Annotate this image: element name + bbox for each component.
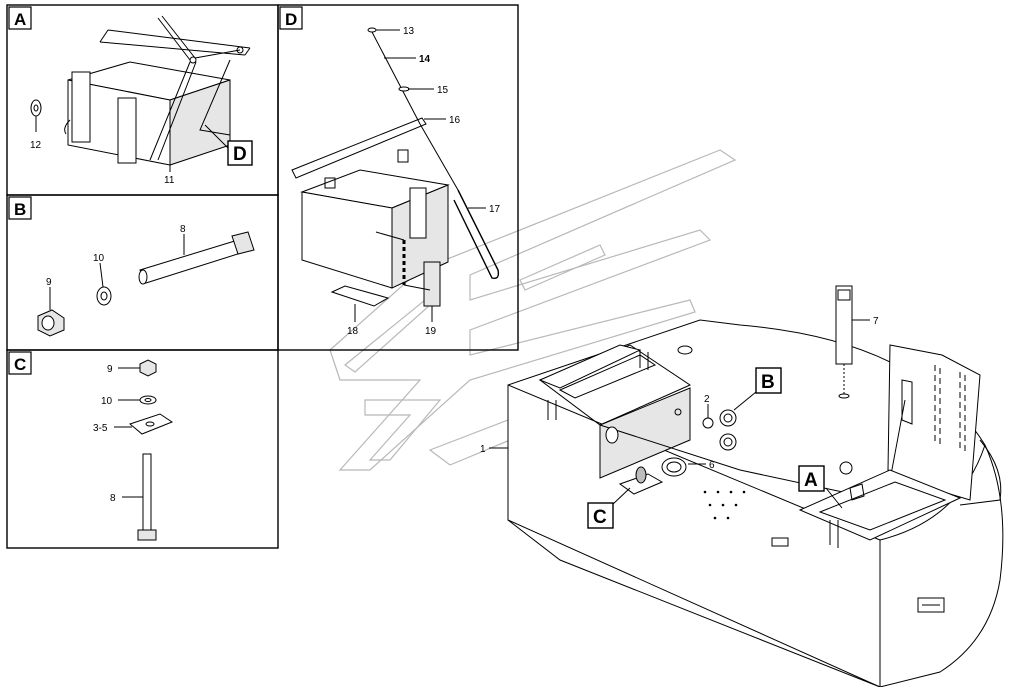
nut-9-c <box>139 359 157 377</box>
ring-terminal-12 <box>30 99 42 132</box>
mount-c <box>618 466 664 495</box>
callout-2: 2 <box>704 394 710 405</box>
panel-d-tag: D <box>285 10 297 29</box>
callout-12: 12 <box>30 140 42 151</box>
callout-3-5: 3-5 <box>93 423 108 434</box>
washer-10 <box>96 286 112 306</box>
battery-tray <box>771 461 962 548</box>
callout-13: 13 <box>403 26 415 37</box>
callout-17: 17 <box>489 204 501 215</box>
panel-frames <box>6 4 519 549</box>
clamp-bar-16 <box>291 117 427 179</box>
battery-cover <box>887 344 981 501</box>
rod-17 <box>367 27 500 280</box>
panel-c: C 9 10 3-5 8 <box>8 351 174 541</box>
panel-c-tag: C <box>14 355 26 374</box>
battery-d <box>300 149 450 289</box>
clamp-plate-3-5 <box>128 413 174 435</box>
panel-b-tag: B <box>14 200 26 219</box>
panel-d: D <box>279 6 501 337</box>
callout-9-c: 9 <box>107 364 113 375</box>
panel-b: B 8 10 9 <box>8 196 255 337</box>
callout-6: 6 <box>709 460 715 471</box>
detail-tag-a: A <box>804 470 818 491</box>
callout-1: 1 <box>480 444 486 455</box>
battery-with-clamp <box>64 15 251 172</box>
callout-16: 16 <box>449 115 461 126</box>
grommet-6 <box>661 457 687 477</box>
nut-9 <box>37 309 65 337</box>
panel-a: A 12 11 D <box>8 6 253 186</box>
callout-8-c: 8 <box>110 493 116 504</box>
panel-a-tag: A <box>14 10 26 29</box>
callout-9: 9 <box>46 277 52 288</box>
callout-15: 15 <box>437 85 449 96</box>
lifting-bar <box>538 344 657 420</box>
pad-18 <box>330 285 390 307</box>
callout-14: 14 <box>419 54 431 65</box>
rod-7 <box>835 285 853 399</box>
detail-tag-c: C <box>593 507 607 528</box>
callout-11: 11 <box>164 175 175 186</box>
callout-19: 19 <box>425 326 437 337</box>
callout-10-c: 10 <box>101 396 113 407</box>
washer-10-c <box>139 395 157 405</box>
pad-19 <box>423 261 441 307</box>
callout-8: 8 <box>180 224 186 235</box>
grommets-b <box>674 408 737 451</box>
main-assembly: 1 2 6 7 B A C <box>480 285 1004 687</box>
detail-tag-b: B <box>761 372 775 393</box>
bolt-8 <box>138 231 255 285</box>
detail-ref-tag-d: D <box>233 144 247 165</box>
hole-pattern <box>703 490 746 520</box>
callout-7: 7 <box>873 316 879 327</box>
bolt-8-c <box>137 453 157 541</box>
callout-18: 18 <box>347 326 359 337</box>
callout-10: 10 <box>93 253 105 264</box>
